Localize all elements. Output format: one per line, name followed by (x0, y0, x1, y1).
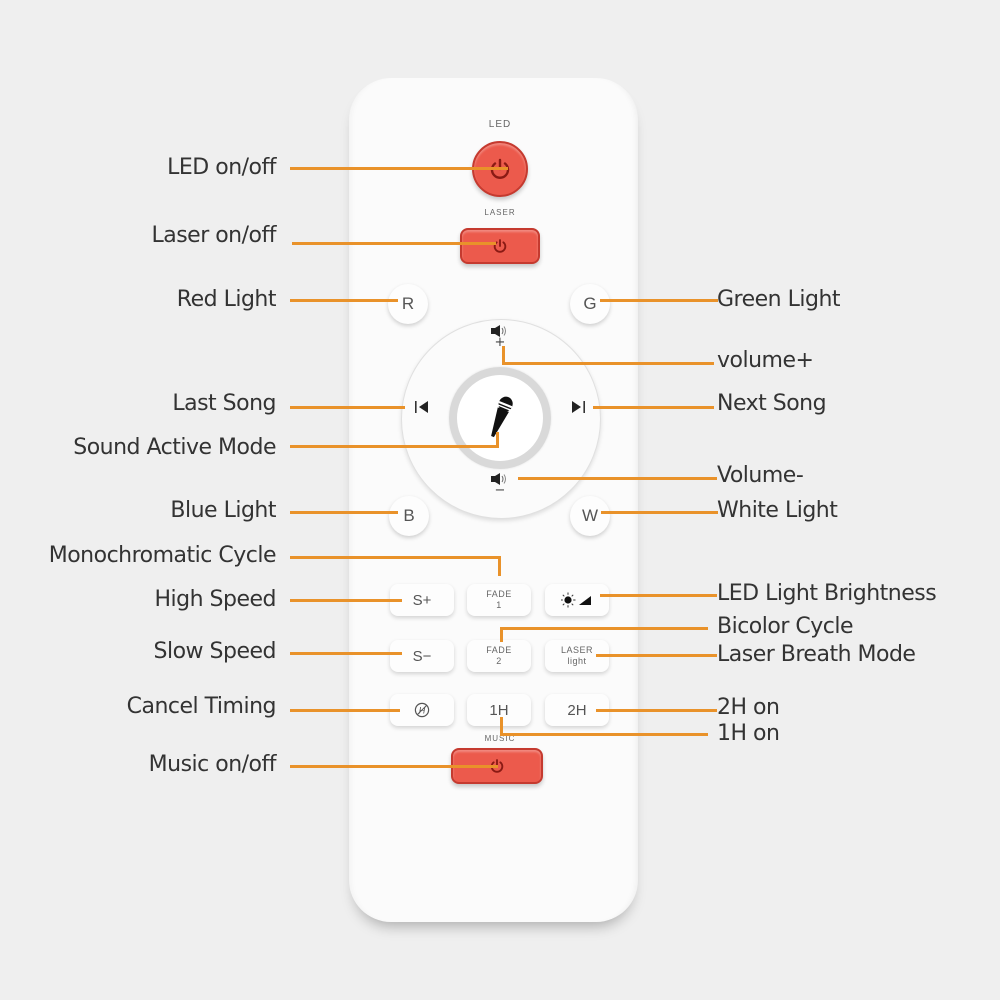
laser-light-label: LASER (560, 645, 593, 655)
cancel-timing-button[interactable]: H (390, 694, 454, 726)
two-hour-label: 2H (567, 701, 587, 719)
callout-line-1h-v (500, 717, 503, 736)
label-laser-breath-mode: Laser Breath Mode (717, 642, 916, 667)
label-red-light: Red Light (176, 287, 277, 312)
volume-minus-sign: − (494, 482, 506, 498)
fade2-label: FADE (486, 645, 512, 655)
label-last-song: Last Song (172, 391, 276, 416)
label-volume-plus: volume+ (717, 348, 814, 373)
label-monochromatic-cycle: Monochromatic Cycle (48, 543, 277, 568)
fade1-number: 1 (496, 600, 502, 610)
callout-line-white (601, 511, 718, 514)
callout-line-voldown (518, 477, 717, 480)
skip-back-icon (415, 401, 428, 413)
label-1h-on: 1H on (717, 721, 780, 746)
callout-line-cancel (290, 709, 400, 712)
s-plus-label: S+ (412, 591, 432, 609)
label-bicolor-cycle: Bicolor Cycle (717, 614, 854, 639)
timer-cancel-icon: H (414, 702, 430, 718)
last-song-button[interactable] (410, 397, 434, 417)
label-next-song: Next Song (717, 391, 827, 416)
sound-active-mode-button[interactable] (449, 367, 551, 469)
sun-brightness-icon (561, 592, 591, 608)
callout-line-bright (600, 594, 717, 597)
callout-line-mono-v (498, 556, 501, 576)
label-slow-speed: Slow Speed (153, 639, 277, 664)
callout-line-last (290, 406, 405, 409)
callout-line-1h (500, 733, 708, 736)
svg-text:H: H (419, 706, 426, 716)
one-hour-button[interactable]: 1H (467, 694, 531, 726)
speaker-icon (491, 472, 506, 485)
callout-line-red (290, 299, 398, 302)
label-laser-on-off: Laser on/off (151, 223, 276, 248)
skip-forward-icon (572, 401, 585, 413)
callout-line-green (600, 299, 718, 302)
label-blue-light: Blue Light (170, 498, 276, 523)
red-light-button[interactable]: R (388, 284, 428, 324)
next-song-button[interactable] (566, 397, 590, 417)
callout-line-breath (596, 654, 717, 657)
s-minus-label: S− (412, 647, 432, 665)
volume-down-button[interactable]: − (485, 470, 515, 498)
callout-line-mono (290, 556, 500, 559)
slow-speed-button[interactable]: S− (390, 640, 454, 672)
power-icon (493, 239, 507, 253)
led-label: LED (488, 119, 512, 130)
label-white-light: White Light (717, 498, 838, 523)
blue-light-button[interactable]: B (389, 496, 429, 536)
music-label: MUSIC (484, 734, 516, 743)
label-led-brightness: LED Light Brightness (717, 581, 937, 606)
label-green-light: Green Light (717, 287, 841, 312)
speaker-icon (491, 324, 506, 337)
callout-line-sound (290, 445, 498, 448)
callout-line-high (290, 599, 402, 602)
callout-line-led (290, 167, 508, 170)
label-led-on-off: LED on/off (167, 155, 276, 180)
label-high-speed: High Speed (154, 587, 276, 612)
callout-line-volup (502, 362, 714, 365)
green-light-button[interactable]: G (570, 284, 610, 324)
one-hour-label: 1H (489, 701, 509, 719)
label-volume-minus: Volume- (717, 463, 804, 488)
callout-line-bicolor (500, 627, 708, 630)
label-sound-active-mode: Sound Active Mode (73, 435, 276, 460)
laser-power-button[interactable] (460, 228, 540, 264)
fade2-number: 2 (496, 656, 502, 666)
callout-line-sound-v (496, 432, 499, 448)
label-music-on-off: Music on/off (148, 752, 277, 777)
callout-line-laser (292, 242, 496, 245)
callout-line-bicolor-v (500, 627, 503, 642)
fade1-label: FADE (486, 589, 512, 599)
callout-line-blue (290, 511, 398, 514)
label-2h-on: 2H on (717, 695, 780, 720)
laser-light-sublabel: light (567, 656, 587, 666)
white-light-button[interactable]: W (570, 496, 610, 536)
label-cancel-timing: Cancel Timing (126, 694, 277, 719)
volume-up-button[interactable]: + (485, 322, 515, 350)
laser-label: LASER (484, 208, 516, 217)
brightness-button[interactable] (545, 584, 609, 616)
callout-line-2h (596, 709, 717, 712)
callout-line-volup-v (502, 346, 505, 365)
callout-line-slow (290, 652, 402, 655)
microphone-icon (491, 396, 513, 438)
callout-line-music (290, 765, 498, 768)
volume-plus-sign: + (494, 334, 506, 350)
callout-line-next (593, 406, 714, 409)
